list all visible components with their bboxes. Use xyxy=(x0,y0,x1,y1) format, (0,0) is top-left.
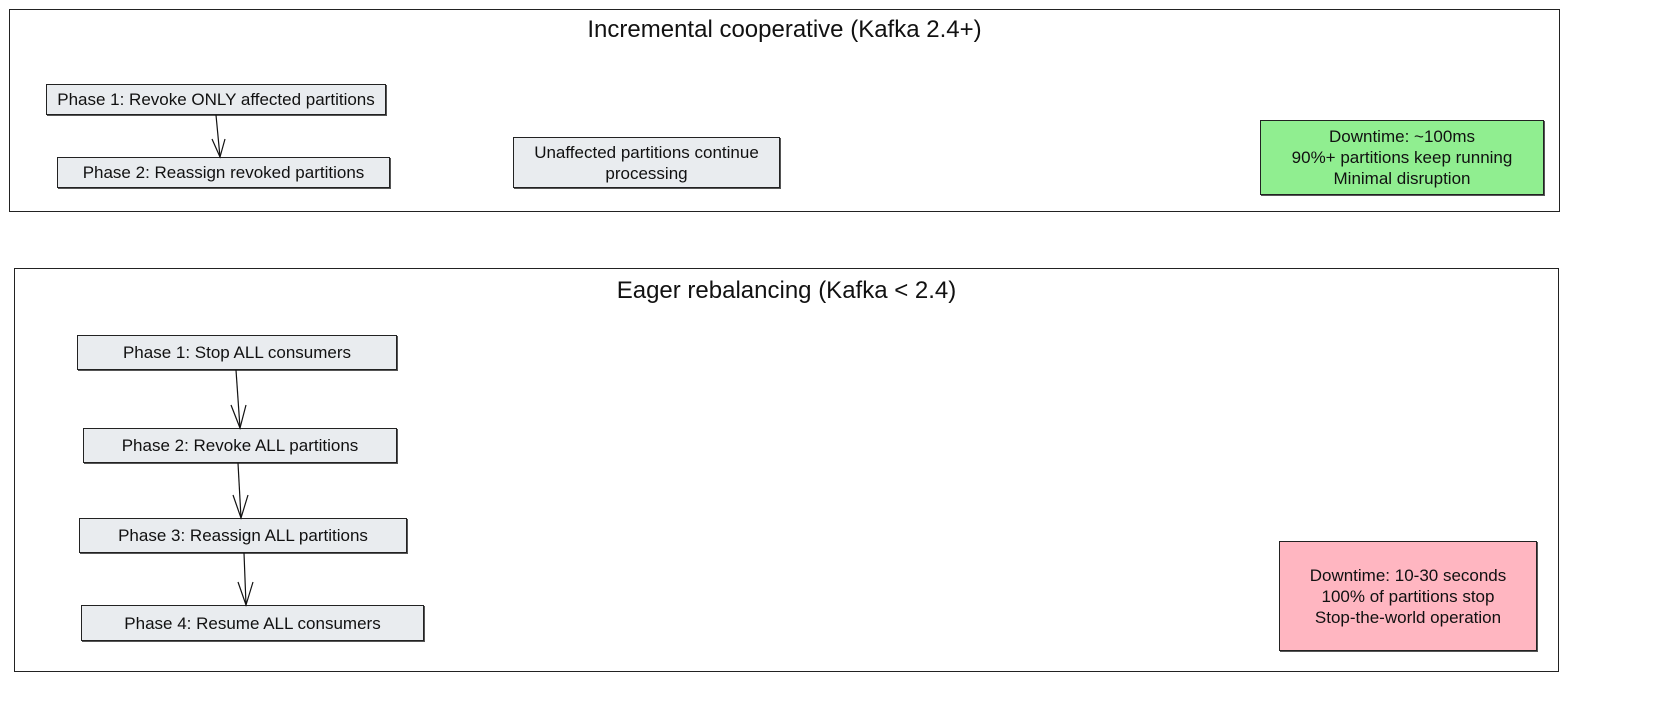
eager-summary-node: Downtime: 10-30 seconds 100% of partitio… xyxy=(1279,541,1537,651)
eager-phase-1-node: Phase 1: Stop ALL consumers xyxy=(77,335,397,370)
eager-phase-2-node: Phase 2: Revoke ALL partitions xyxy=(83,428,397,463)
eager-phase-3-node: Phase 3: Reassign ALL partitions xyxy=(79,518,407,553)
inc-phase-2-node: Phase 2: Reassign revoked partitions xyxy=(57,157,390,188)
arrow-eager-3-4 xyxy=(237,552,254,607)
cluster-incremental-cooperative: Incremental cooperative (Kafka 2.4+) xyxy=(9,9,1560,212)
eager-phase-4-node: Phase 4: Resume ALL consumers xyxy=(81,605,424,641)
cluster-title: Incremental cooperative (Kafka 2.4+) xyxy=(587,16,982,43)
cluster-eager-rebalancing: Eager rebalancing (Kafka < 2.4) xyxy=(14,268,1559,672)
arrow-inc-1-2 xyxy=(211,114,226,159)
inc-phase-1-node: Phase 1: Revoke ONLY affected partitions xyxy=(46,84,386,115)
cluster-title: Eager rebalancing (Kafka < 2.4) xyxy=(616,277,957,304)
inc-summary-node: Downtime: ~100ms 90%+ partitions keep ru… xyxy=(1260,120,1544,195)
arrow-eager-1-2 xyxy=(230,369,247,430)
unaffected-partitions-node: Unaffected partitions continue processin… xyxy=(513,137,780,188)
arrow-eager-2-3 xyxy=(232,462,249,520)
